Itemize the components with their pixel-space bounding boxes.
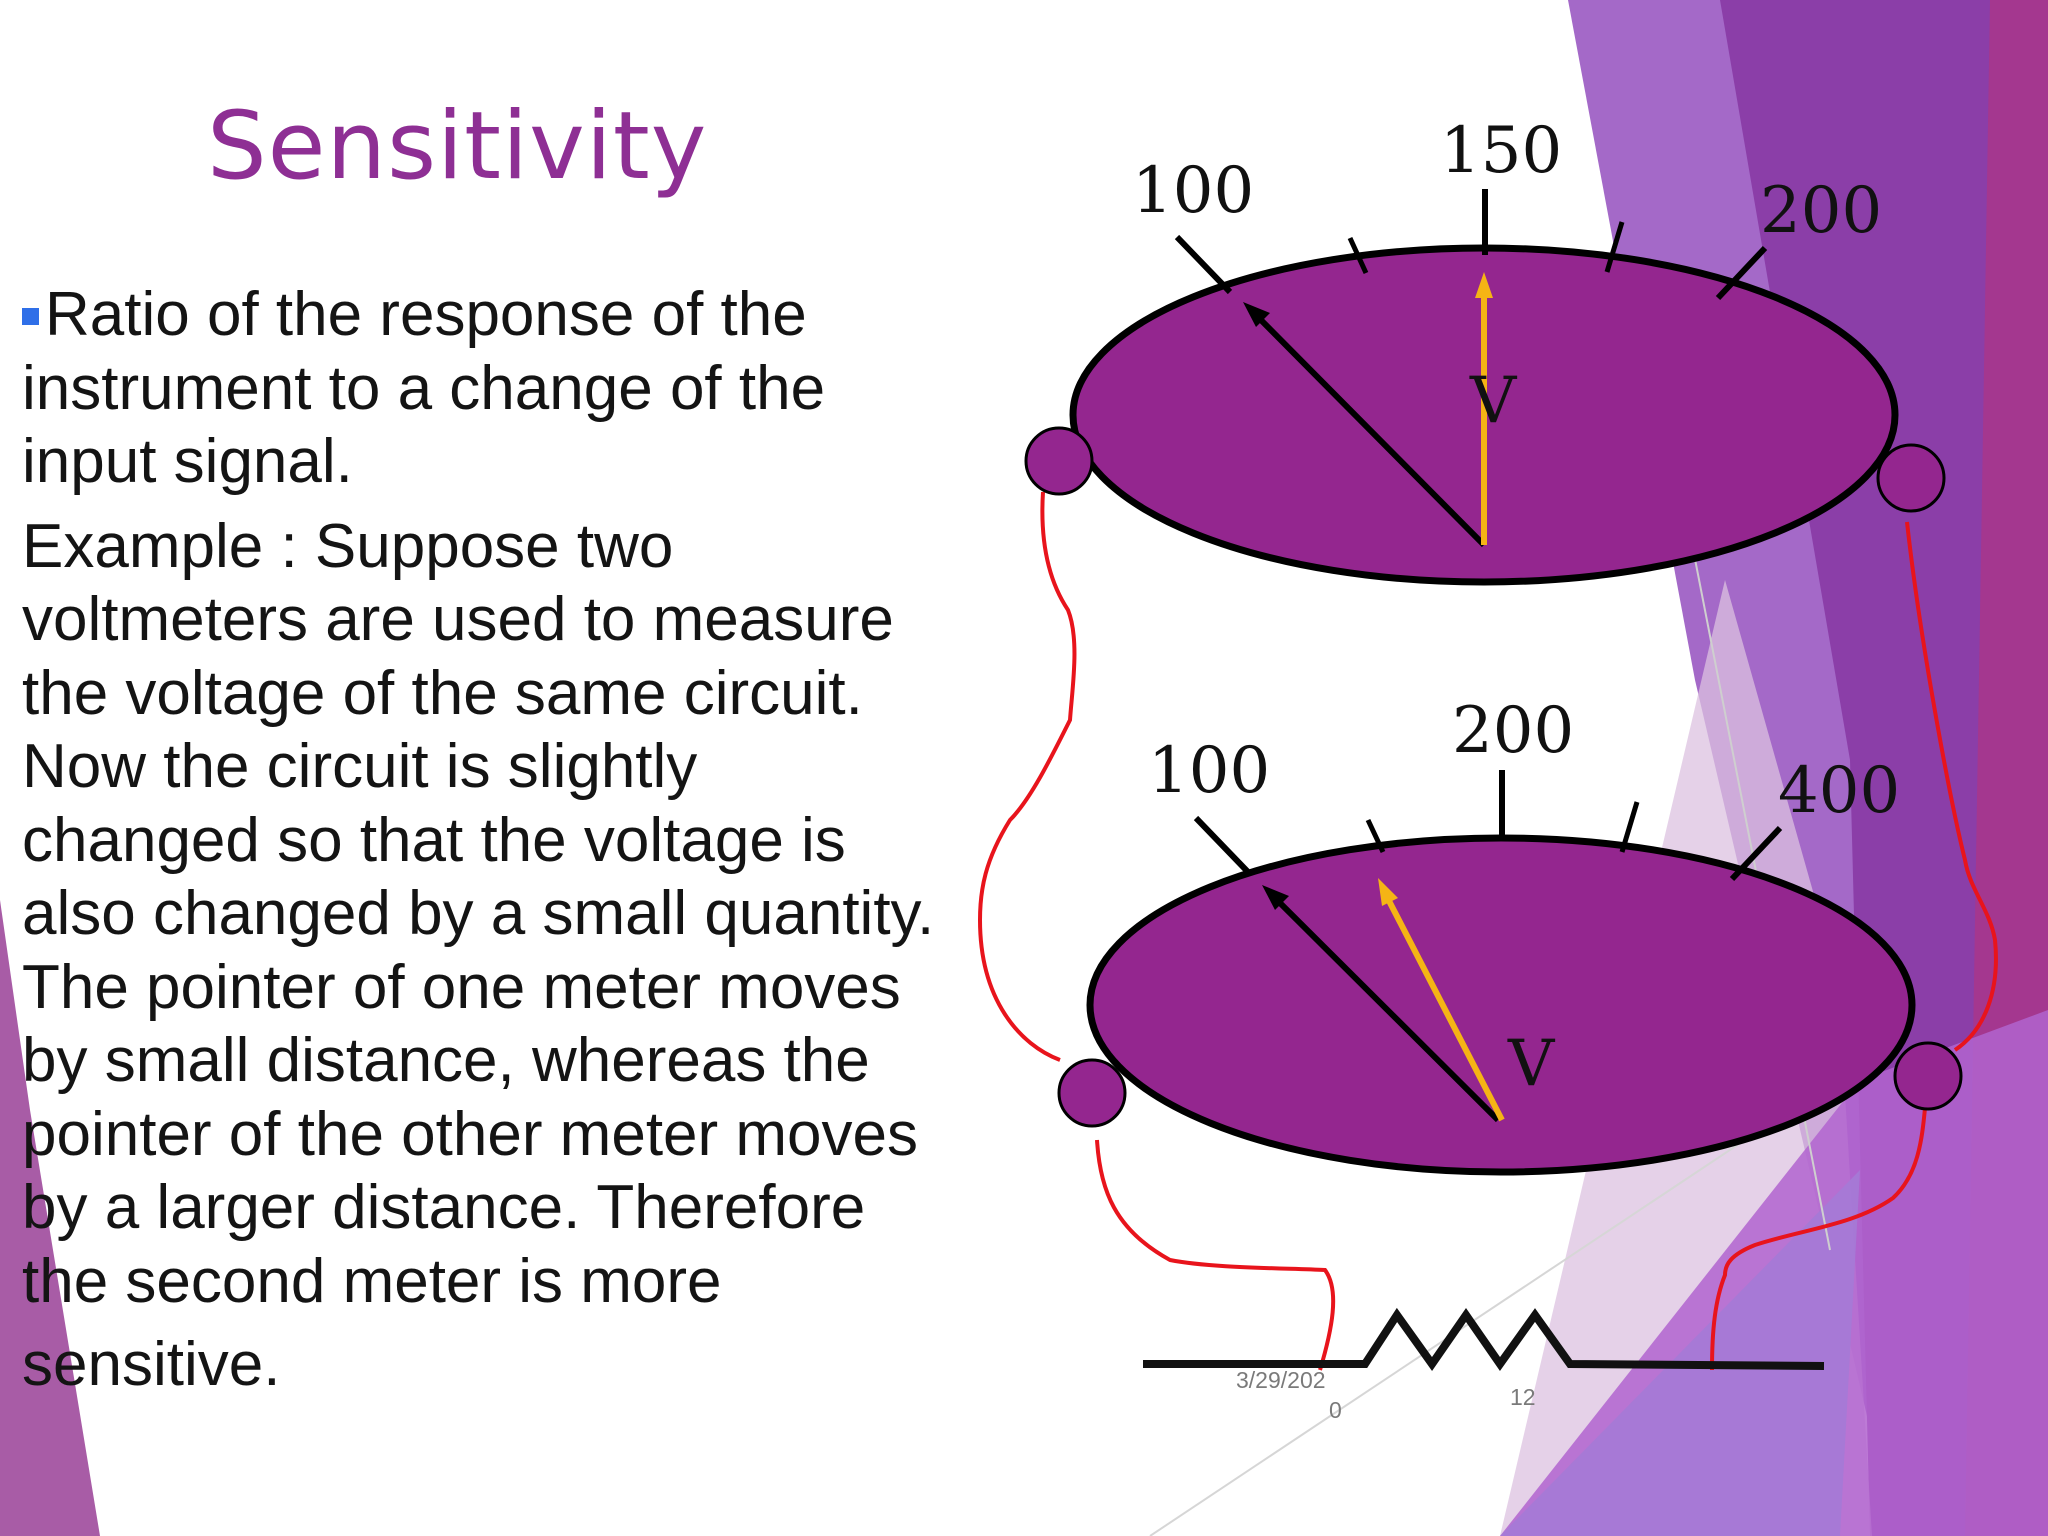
meter-1-tick-100 — [1174, 234, 1233, 295]
meter-1-label-200: 200 — [1760, 174, 1882, 248]
slide-body: Ratio of the response of the instrument … — [22, 278, 942, 1402]
bg-band-violet — [1500, 1170, 1860, 1536]
meter-2-symbol: V — [1507, 1027, 1556, 1101]
wire-right-upper — [1905, 521, 1998, 1052]
meter-2-pointer-black-head — [1262, 885, 1289, 910]
meter-1-terminal-left — [1024, 426, 1094, 496]
meter-2-pointer-black — [1269, 892, 1501, 1123]
meter-1-tick-125 — [1347, 236, 1369, 275]
meter-2-label-100: 100 — [1148, 734, 1270, 808]
bullet-paragraph: Ratio of the response of the instrument … — [22, 278, 942, 499]
meter-2-tick-100 — [1193, 815, 1251, 875]
bg-left-strip — [0, 900, 100, 1536]
meter-2-tick-150 — [1365, 818, 1386, 854]
meter-1-tick-175 — [1604, 221, 1625, 273]
wire-right-lower — [1710, 1107, 1927, 1371]
meter-2-terminal-right — [1893, 1041, 1963, 1111]
example-paragraph: Example : Suppose two voltmeters are use… — [22, 510, 942, 1402]
meter-1-terminal-right — [1876, 443, 1946, 513]
meter-1-label-150: 150 — [1440, 114, 1562, 188]
example-last-word: sensitive. — [22, 1330, 281, 1399]
wire-left-upper — [977, 491, 1077, 1062]
meter-1-pointer-yellow-head — [1475, 272, 1493, 298]
footer-page-number: 12 — [1510, 1384, 1536, 1410]
meter-2-terminal-left — [1057, 1058, 1127, 1128]
voltmeter-2: 100 200 400 V — [1057, 694, 1963, 1176]
meter-2-label-400: 400 — [1778, 754, 1900, 828]
wire-left-lower — [1095, 1139, 1336, 1371]
meter-2-dial — [1086, 834, 1916, 1176]
meter-2-label-200: 200 — [1452, 694, 1574, 768]
meter-2-tick-300 — [1619, 801, 1640, 853]
example-text: Example : Suppose two voltmeters are use… — [22, 511, 935, 1316]
meter-1-label-100: 100 — [1132, 154, 1254, 228]
square-bullet-icon — [22, 308, 39, 325]
meter-1-tick-200 — [1715, 245, 1768, 301]
meter-1-symbol: V — [1469, 364, 1518, 438]
meter-2-tick-400 — [1729, 825, 1783, 882]
slide-title: Sensitivity — [207, 92, 708, 201]
voltmeter-1: 100 150 200 V — [1024, 114, 1946, 586]
meter-2-pointer-yellow-head — [1378, 878, 1398, 906]
meter-1-pointer-black-head — [1243, 302, 1270, 327]
bg-hairline-2 — [1149, 1089, 1821, 1536]
bullet-text: Ratio of the response of the instrument … — [22, 280, 826, 496]
meter-2-pointer-yellow — [1383, 893, 1505, 1122]
resistor — [1143, 1307, 1825, 1371]
footer-date-line-2: 0 — [1329, 1397, 1342, 1423]
meter-1-pointer-black — [1250, 309, 1487, 548]
footer-date-line-1: 3/29/202 — [1236, 1367, 1326, 1393]
